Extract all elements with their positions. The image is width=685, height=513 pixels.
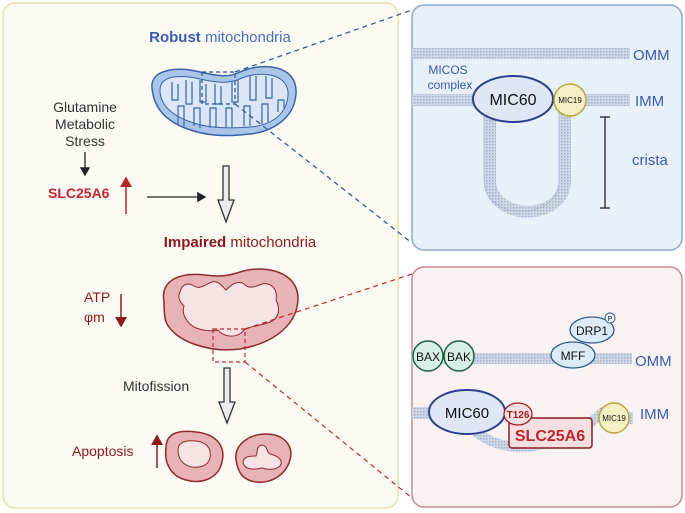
bax-label: BAX <box>416 350 440 364</box>
slc25a6-label: SLC25A6 <box>48 185 110 201</box>
mic60-protein-top <box>472 75 554 123</box>
zoom-line-top-2 <box>234 103 413 244</box>
impaired-mitochondrion <box>162 268 299 363</box>
robust-mitochondrion <box>151 65 297 137</box>
zoom-line-bottom-1 <box>244 273 413 330</box>
drp1-label: DRP1 <box>576 324 608 338</box>
mic60-label-bottom: MIC60 <box>445 405 489 422</box>
impaired-detail-panel <box>411 266 683 508</box>
bak-protein <box>443 340 475 372</box>
bax-protein <box>412 340 444 372</box>
omm-label-bottom: OMM <box>635 353 672 370</box>
fragmented-mitochondrion-2 <box>235 433 292 483</box>
robust-mitochondria-title: Robust mitochondria <box>149 29 291 46</box>
imm-label-bottom: IMM <box>640 406 669 423</box>
mff-protein <box>550 341 596 369</box>
transition-arrow-2 <box>218 367 236 425</box>
crista-scale-bar <box>600 116 610 209</box>
drp1-protein <box>569 316 615 344</box>
stress-line-3: Stress <box>65 133 105 149</box>
t126-label: T126 <box>507 410 530 421</box>
mitofission-label: Mitofission <box>123 378 189 394</box>
crista-label: crista <box>632 152 668 169</box>
impaired-mitochondria-title: Impaired mitochondria <box>164 234 317 251</box>
mic19-protein-bottom <box>598 402 630 434</box>
left-panel <box>2 2 399 509</box>
phi-m-label: φm <box>84 309 105 325</box>
micos-label-line-1: MICOS <box>428 63 467 77</box>
imm-membrane-top <box>412 94 630 218</box>
zoom-line-top-1 <box>234 9 413 73</box>
mic19-label-bottom: MIC19 <box>602 414 626 423</box>
phospho-label: P <box>608 316 613 323</box>
bak-label: BAK <box>447 350 471 364</box>
imm-label-top: IMM <box>635 93 664 110</box>
apoptosis-label: Apoptosis <box>72 443 133 459</box>
slc25a6-protein <box>508 417 593 449</box>
omm-membrane-bottom <box>412 353 632 364</box>
mic60-label-top: MIC60 <box>489 92 536 109</box>
micos-detail-panel <box>411 4 683 251</box>
fragmented-mitochondrion-1 <box>164 430 224 483</box>
mff-label: MFF <box>561 349 586 363</box>
t126-site <box>503 402 533 426</box>
atp-label: ATP <box>84 289 110 305</box>
omm-membrane-top <box>412 48 630 59</box>
mic19-protein-top <box>553 83 587 117</box>
micos-label-line-2: complex <box>428 78 473 92</box>
slc25a6-label-bottom: SLC25A6 <box>515 428 585 445</box>
transition-arrow-1 <box>217 165 235 224</box>
omm-label-top: OMM <box>633 47 670 64</box>
phospho-icon <box>604 312 616 324</box>
stress-line-2: Metabolic <box>55 116 115 132</box>
stress-line-1: Glutamine <box>53 99 117 115</box>
mic19-label-top: MIC19 <box>558 96 582 105</box>
